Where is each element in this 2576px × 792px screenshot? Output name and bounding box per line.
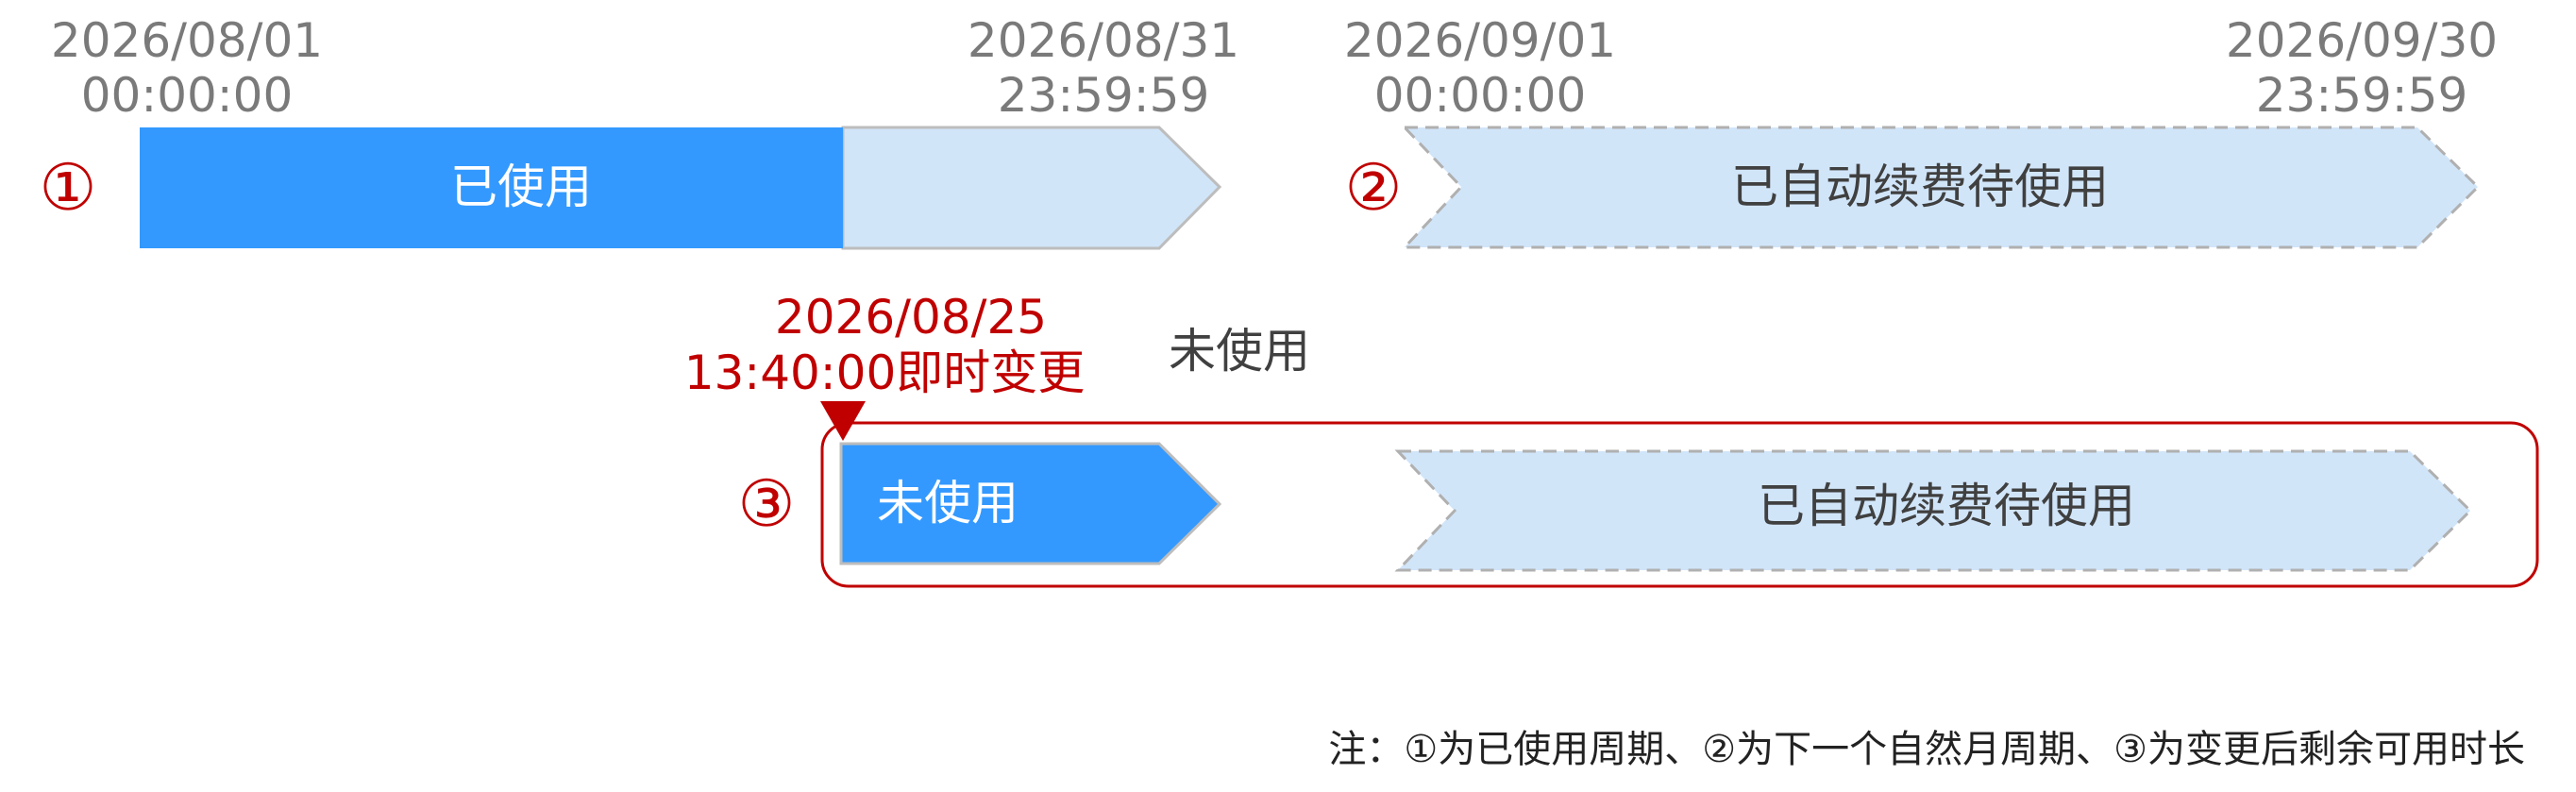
remaining-renewed-label: 已自动续费待使用 [1758, 479, 2135, 533]
remaining-unused-segment [839, 442, 1222, 565]
remaining-renewed-segment [1394, 449, 2473, 572]
aug-unused-segment [841, 126, 1222, 250]
sep-renewed-segment [1401, 126, 2481, 249]
time-sep-end: 23:59:59 [2256, 68, 2468, 123]
time-aug-end: 23:59:59 [998, 68, 1210, 123]
aug-used-segment [140, 127, 843, 248]
date-aug-start: 2026/08/01 [51, 13, 323, 68]
change-time-label: 13:40:00即时变更 [684, 345, 1086, 400]
marker-1: ① [40, 151, 97, 226]
footnote: 注：①为已使用周期、②为下一个自然月周期、③为变更后剩余可用时长 [1328, 728, 2525, 771]
renewed-pending-label: 已自动续费待使用 [1731, 160, 2109, 214]
remaining-unused-label: 未使用 [877, 476, 1019, 531]
unused-floating-label: 未使用 [1169, 324, 1310, 379]
change-date: 2026/08/25 [775, 290, 1047, 345]
date-sep-end: 2026/09/30 [2226, 13, 2498, 68]
marker-3: ③ [738, 467, 796, 542]
time-aug-start: 00:00:00 [81, 68, 294, 123]
change-point-marker [820, 401, 866, 441]
date-aug-end: 2026/08/31 [968, 13, 1239, 68]
remaining-duration-frame [820, 421, 2539, 588]
date-sep-start: 2026/09/01 [1344, 13, 1616, 68]
time-sep-start: 00:00:00 [1374, 68, 1587, 123]
used-label: 已使用 [450, 160, 592, 214]
marker-2: ② [1345, 151, 1403, 226]
